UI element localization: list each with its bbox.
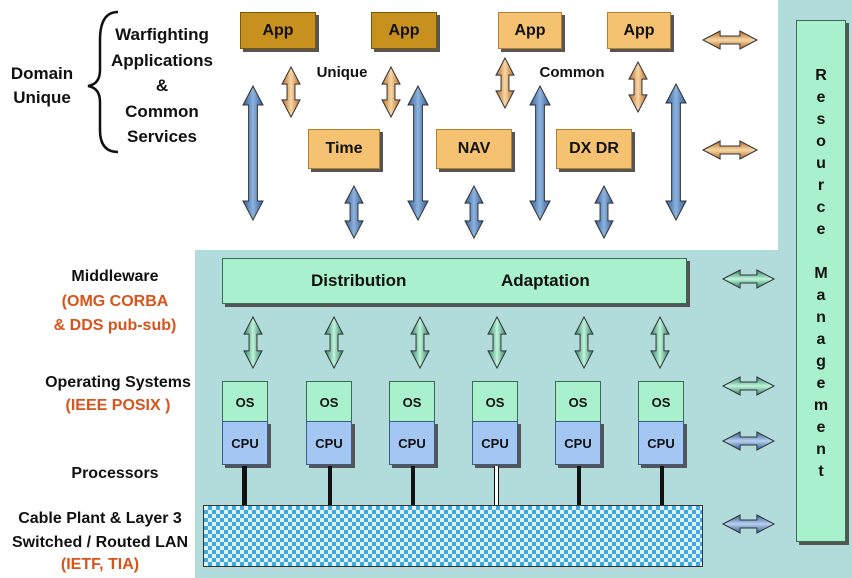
os-box-5: OS <box>555 381 601 423</box>
cpu-box-2: CPU <box>306 421 352 465</box>
app-box-4: App <box>607 12 671 49</box>
os-box-6: OS <box>638 381 684 423</box>
adaptation-label: Adaptation <box>501 271 590 290</box>
green-arrow <box>574 315 594 370</box>
long-blue-arrow <box>242 84 264 222</box>
orange-horizontal-arrow <box>701 140 759 160</box>
lan-connector-5 <box>577 466 581 506</box>
resource-management-letter: e <box>816 221 826 238</box>
lan-connector-2 <box>328 466 332 506</box>
cpu-box-4: CPU <box>472 421 518 465</box>
resource-management-letter: c <box>816 199 826 216</box>
green-arrow <box>650 315 670 370</box>
app-box-1: App <box>240 12 316 49</box>
os-box-4: OS <box>472 381 518 423</box>
app-box-3: App <box>498 12 562 49</box>
resource-management-letter: r <box>817 177 825 194</box>
middleware-bar: Distribution Adaptation <box>222 258 687 304</box>
green-horizontal-arrow <box>721 376 776 396</box>
os-standard-label: (IEEE POSIX ) <box>65 397 171 414</box>
cpu-box-3: CPU <box>389 421 435 465</box>
lan-connector-1 <box>242 466 247 506</box>
processors-label: Processors <box>71 465 159 482</box>
blue-horizontal-arrow <box>721 431 776 451</box>
nav-service-box: NAV <box>436 129 512 169</box>
green-arrow <box>487 315 507 370</box>
orange-arrow <box>281 65 301 119</box>
distribution-label: Distribution <box>311 271 407 290</box>
resource-management-letter: M <box>814 265 828 282</box>
resource-management-letter: t <box>818 463 824 480</box>
resource-management-letter: a <box>816 331 826 348</box>
unique-label: Unique <box>316 64 368 81</box>
orange-horizontal-arrow <box>701 30 759 50</box>
operating-systems-label: Operating Systems <box>45 374 191 391</box>
cable-standard-label: (IETF, TIA) <box>60 556 140 573</box>
orange-arrow <box>628 60 648 114</box>
middleware-standard-label: (OMG CORBA& DDS pub-sub) <box>53 293 177 334</box>
orange-arrow <box>495 56 515 110</box>
lan-connector-6 <box>660 466 664 506</box>
resource-management-letter: R <box>815 67 827 84</box>
cable-plant-lan <box>203 505 703 567</box>
resource-management-letter: u <box>816 155 826 172</box>
dxdr-service-box: DX DR <box>556 129 632 169</box>
green-arrow <box>243 315 263 370</box>
lan-connector-4 <box>494 466 499 506</box>
middleware-label: Middleware <box>71 268 159 285</box>
warfighting-label: Warfighting Applications & Common Servic… <box>110 25 213 146</box>
green-arrow <box>324 315 344 370</box>
cpu-box-5: CPU <box>555 421 601 465</box>
resource-management-letter: g <box>816 353 826 370</box>
blue-horizontal-arrow <box>721 514 776 534</box>
resource-management-letter: o <box>816 133 826 150</box>
resource-management-letter: n <box>816 441 826 458</box>
resource-management-letter: s <box>816 111 826 128</box>
short-blue-arrow <box>464 184 484 240</box>
resource-management-letter: n <box>816 309 826 326</box>
resource-management-letter: a <box>816 287 826 304</box>
resource-management-letter: e <box>816 375 826 392</box>
orange-arrow <box>381 65 401 119</box>
green-horizontal-arrow <box>721 269 776 289</box>
time-service-box: Time <box>308 129 380 169</box>
lan-connector-3 <box>411 466 415 506</box>
common-label: Common <box>539 64 605 81</box>
resource-management-letter: e <box>816 89 826 106</box>
app-box-2: App <box>371 12 437 49</box>
resource-management-letter: m <box>813 397 829 414</box>
short-blue-arrow <box>344 184 364 240</box>
long-blue-arrow <box>665 82 687 222</box>
cpu-box-1: CPU <box>222 421 268 465</box>
short-blue-arrow <box>594 184 614 240</box>
resource-management-letter: e <box>816 419 826 436</box>
green-arrow <box>410 315 430 370</box>
long-blue-arrow <box>529 84 551 222</box>
cpu-box-6: CPU <box>638 421 684 465</box>
long-blue-arrow <box>407 84 429 222</box>
